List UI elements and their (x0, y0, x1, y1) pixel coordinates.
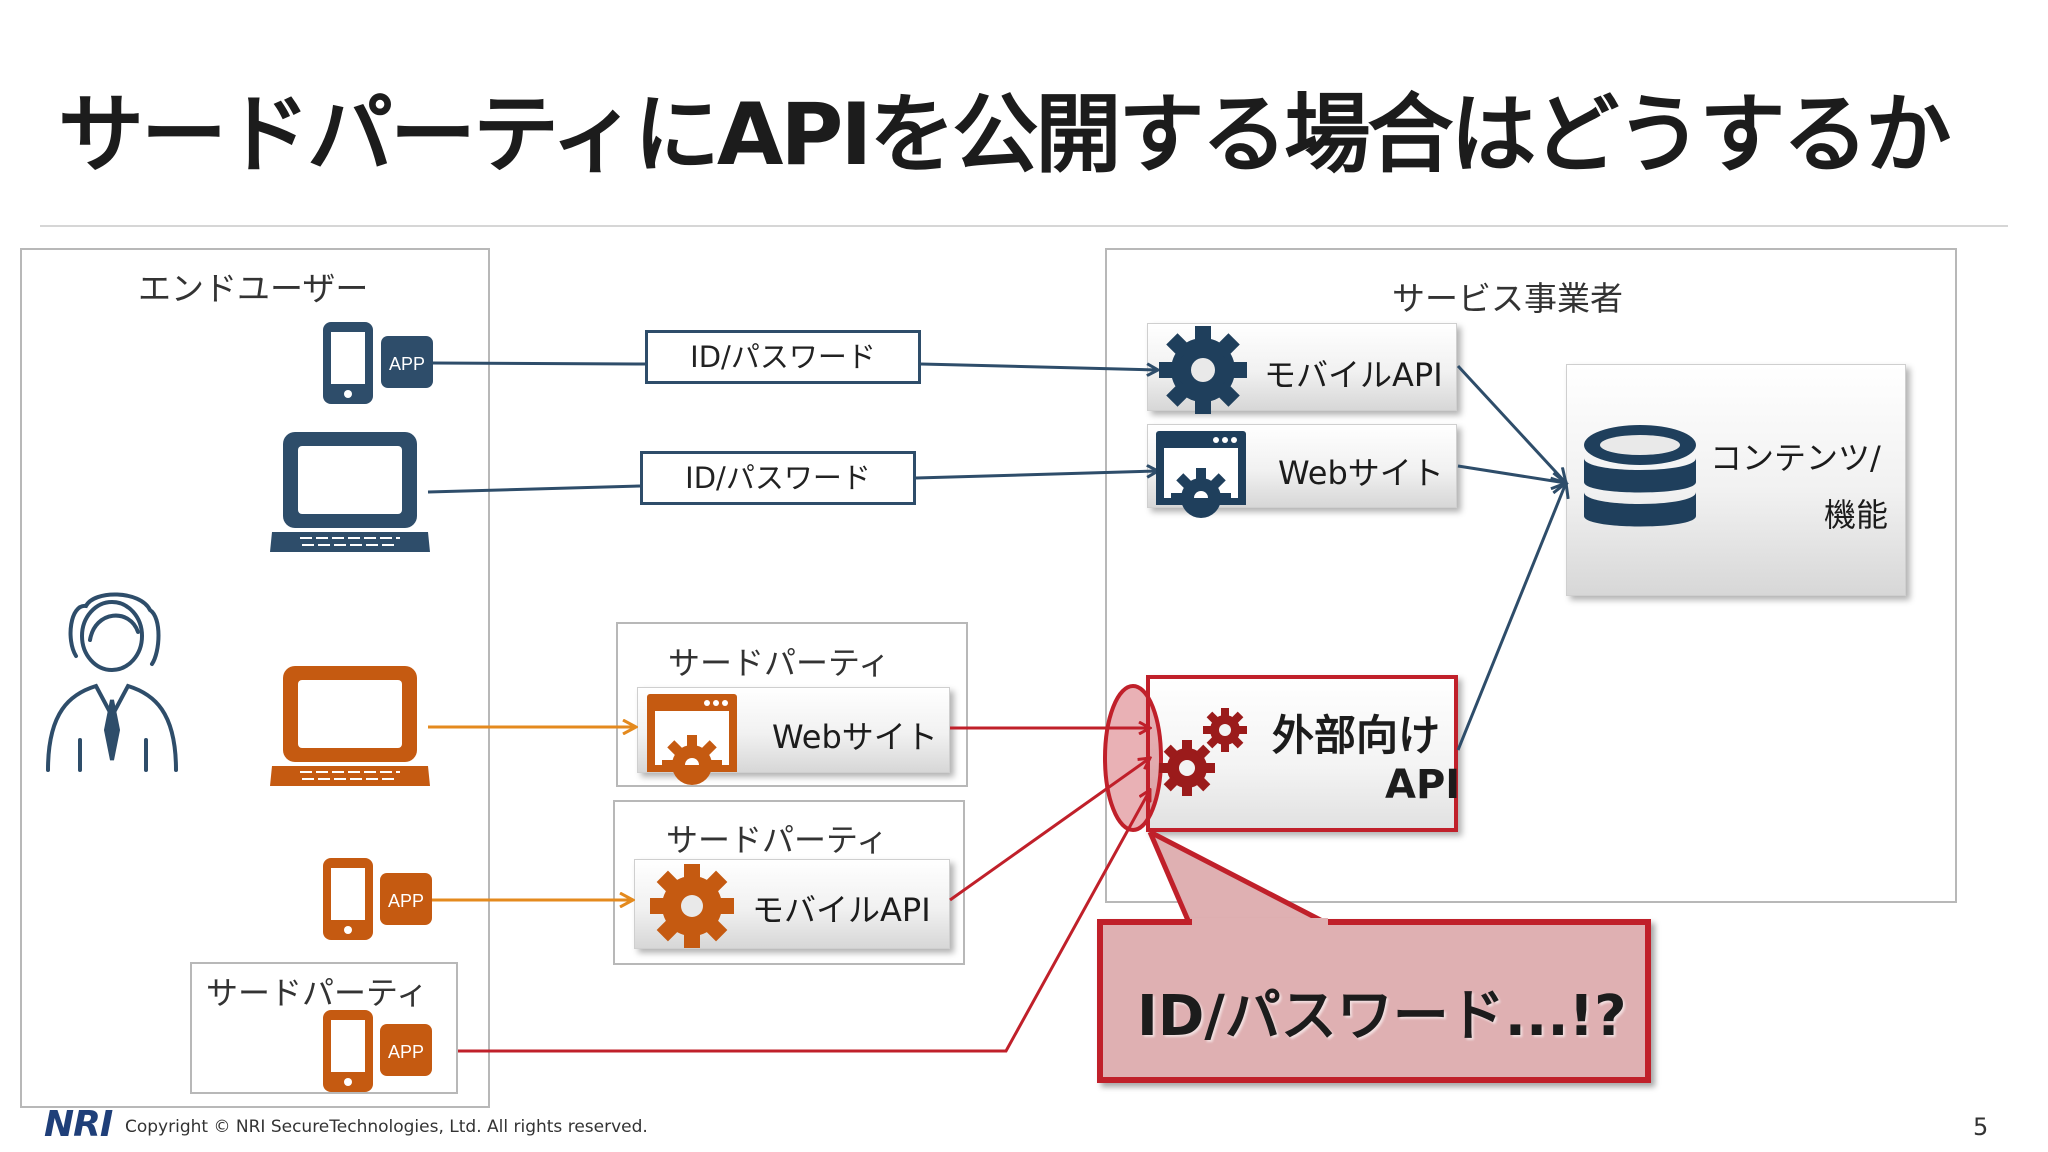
orange-connectors (428, 727, 636, 900)
page-title: サードパーティにAPIを公開する場合はどうするか (58, 85, 1951, 185)
app-badge-navy-text: APP (389, 354, 425, 374)
app-badge-navy (381, 336, 433, 388)
person-icon (46, 592, 178, 772)
gears-icon-external-api (1159, 708, 1247, 796)
external-api-label-line2: API (1385, 762, 1461, 808)
end-user-panel-label: エンドユーザー (138, 269, 369, 308)
contents-label-line1: コンテンツ/ (1710, 439, 1881, 477)
title-divider (40, 225, 2008, 227)
callout-text: ID/パスワード...!? (1137, 984, 1627, 1049)
third-party-mobile-api-label: モバイルAPI (752, 891, 931, 929)
footer-copyright: Copyright © NRI SecureTechnologies, Ltd.… (125, 1117, 648, 1137)
app-badge-orange-text: APP (388, 891, 424, 911)
page-number: 5 (1973, 1113, 1989, 1141)
browser-gear-icon-website (1156, 431, 1246, 518)
smartphone-icon-orange (323, 858, 373, 940)
browser-gear-icon-third-party (647, 694, 737, 785)
gear-icon-third-party-mobile-api (650, 864, 734, 948)
third-party-mobile-label: サードパーティ (666, 821, 889, 859)
api-entry-highlight (1103, 684, 1163, 832)
smartphone-icon-third-party (323, 1010, 373, 1092)
smartphone-icon-navy (323, 322, 373, 404)
red-connectors (458, 728, 1150, 1053)
nri-logo: NRI (44, 1104, 113, 1145)
third-party-website-label: Webサイト (772, 718, 938, 756)
navy-connectors (427, 361, 1566, 751)
external-api-label-line1: 外部向け (1272, 711, 1441, 760)
app-badge-orange (380, 873, 432, 925)
database-icon (1584, 425, 1696, 527)
credential-label-web: ID/パスワード (640, 451, 916, 505)
website-label: Webサイト (1278, 454, 1444, 492)
credential-label-mobile: ID/パスワード (645, 330, 921, 384)
external-api-box (1146, 675, 1458, 832)
laptop-icon-navy (270, 432, 430, 552)
service-provider-panel-label: サービス事業者 (1392, 279, 1623, 318)
mobile-api-label: モバイルAPI (1264, 356, 1443, 394)
gear-icon-mobile-api (1159, 326, 1247, 414)
app-badge-third-party-text: APP (388, 1042, 424, 1062)
end-user-third-party-label: サードパーティ (206, 974, 429, 1012)
app-badge-third-party (380, 1024, 432, 1076)
laptop-icon-orange (270, 666, 430, 786)
contents-label-line2: 機能 (1824, 496, 1889, 534)
third-party-web-label: サードパーティ (668, 644, 891, 682)
